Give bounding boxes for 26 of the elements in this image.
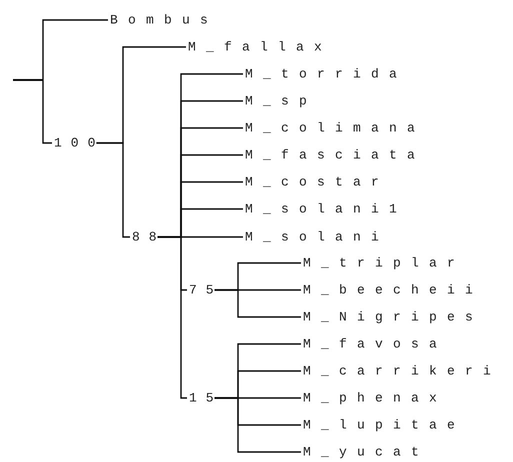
tree-branch [42, 79, 52, 144]
support-value: 88 [130, 230, 166, 244]
taxon-label: M_solani1 [243, 202, 408, 216]
taxon-label: M_yucat [301, 444, 430, 460]
taxon-label: M_torrida [243, 66, 408, 82]
taxon-label: Bombus [108, 12, 218, 28]
support-value: 15 [187, 390, 223, 406]
tree-branch [214, 397, 301, 453]
taxon-label: M_phenax [301, 390, 448, 406]
taxon-label: M_fasciata [243, 148, 426, 162]
taxon-label: M_colimana [243, 120, 426, 136]
support-value: 75 [187, 282, 223, 298]
taxon-label: M_beecheii [301, 282, 484, 298]
taxon-label: M_lupitae [301, 418, 466, 432]
tree-branch [96, 142, 130, 238]
support-value: 100 [52, 136, 104, 150]
tree-branch [214, 289, 301, 318]
taxon-label: M_solani [243, 230, 390, 244]
taxon-label: M_costar [243, 174, 390, 190]
taxon-label: M_fallax [186, 40, 332, 54]
taxon-label: M_favosa [301, 336, 448, 352]
taxon-label: M_triplar [301, 256, 466, 270]
taxon-label: M_sp [243, 94, 318, 108]
taxon-label: M_Nigripes [301, 310, 484, 324]
tree-branch [42, 19, 108, 81]
taxon-label: M_carrikeri [301, 364, 502, 378]
